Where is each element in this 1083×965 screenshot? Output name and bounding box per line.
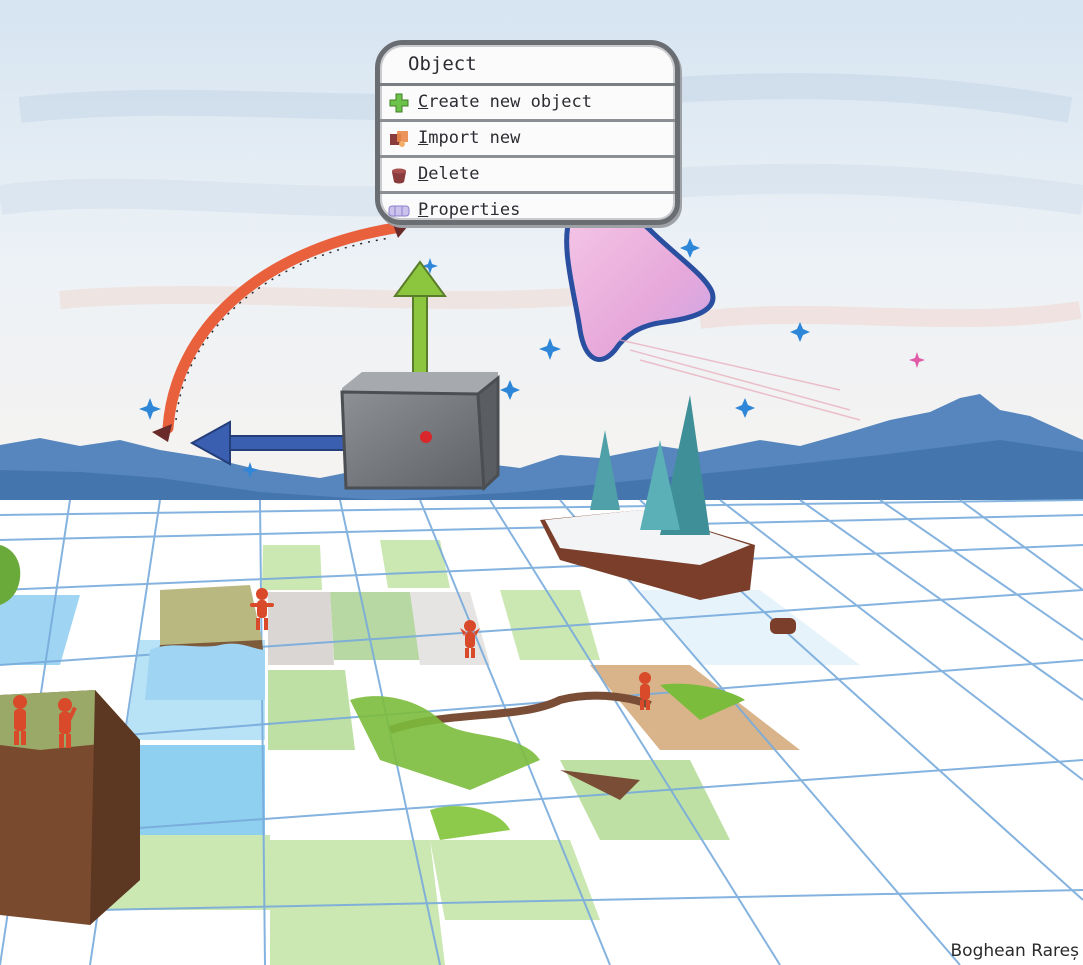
- mouse-cursor-icon: [564, 208, 861, 421]
- menu-item-properties[interactable]: Properties: [380, 194, 675, 220]
- trash-icon: [392, 168, 406, 183]
- raised-grass-block: [145, 585, 265, 700]
- menu-item-delete[interactable]: Delete: [380, 158, 675, 194]
- menu-title: Object: [380, 45, 675, 86]
- terrain-block-left: [0, 690, 140, 925]
- artist-credit: Boghean Rareș: [950, 941, 1079, 961]
- floating-island: [540, 395, 755, 600]
- translate-arrow-left[interactable]: [189, 420, 346, 466]
- rotation-gizmo[interactable]: [152, 222, 408, 442]
- import-icon: [390, 130, 408, 147]
- menu-item-create-new-object[interactable]: Create new object: [380, 86, 675, 122]
- selected-cube[interactable]: [340, 372, 500, 492]
- character-figures: [13, 588, 651, 748]
- menu-item-import-new[interactable]: Import new: [380, 122, 675, 158]
- plus-icon: [389, 93, 409, 112]
- fallen-log: [350, 618, 796, 840]
- bush: [0, 545, 21, 605]
- properties-icon: [388, 205, 410, 216]
- object-context-menu: Object Create new object Import new Dele…: [375, 40, 680, 225]
- cube-pivot-point: [420, 431, 432, 443]
- sparkle-effects: [139, 238, 925, 478]
